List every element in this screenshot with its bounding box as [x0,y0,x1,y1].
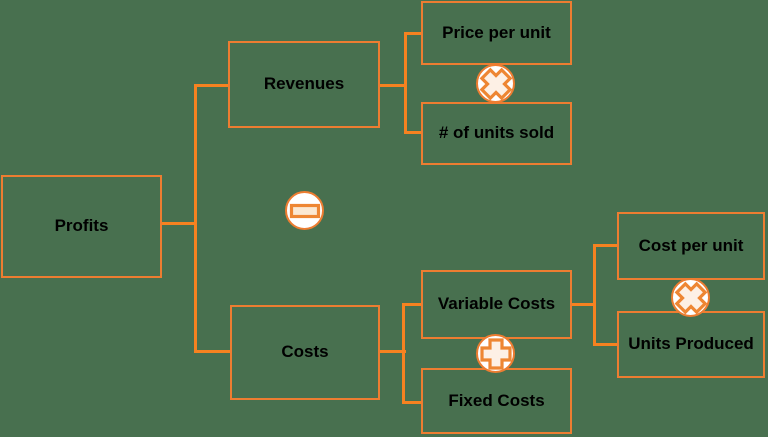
connector-to-units-sold [404,131,421,134]
node-units-produced-label: Units Produced [628,334,754,354]
connector-trunk-vertical [194,84,197,353]
node-price-per-unit: Price per unit [421,1,572,65]
node-costs: Costs [230,305,380,400]
node-profits-label: Profits [54,216,109,236]
node-units-produced: Units Produced [617,311,765,378]
node-variable-costs: Variable Costs [421,270,572,339]
node-profits: Profits [1,175,162,278]
connector-costs-split [380,350,406,353]
connector-variable-vertical [593,244,596,346]
node-fixed-costs-label: Fixed Costs [448,390,545,410]
node-cost-per-unit: Cost per unit [617,212,765,280]
node-variable-costs-label: Variable Costs [437,294,556,314]
connector-to-cost-per-unit [593,244,617,247]
plus-icon [476,334,515,373]
multiply-icon [671,278,710,317]
connector-to-costs [196,350,230,353]
connector-costs-vertical [402,303,405,404]
node-units-sold-label: # of units sold [438,123,555,143]
connector-revenues-vertical [404,32,407,134]
node-units-sold: # of units sold [421,102,572,165]
node-price-per-unit-label: Price per unit [442,22,551,42]
connector-variable-split [572,303,596,306]
connector-to-revenues [196,84,228,87]
connector-to-fixed-costs [402,401,421,404]
node-fixed-costs: Fixed Costs [421,368,572,434]
minus-icon [285,191,324,230]
node-costs-label: Costs [281,342,329,362]
connector-to-units-produced [593,343,617,346]
connector-to-price-per-unit [404,32,421,35]
connector-to-variable-costs [402,303,421,306]
node-revenues: Revenues [228,41,380,128]
multiply-icon [476,64,515,103]
node-cost-per-unit-label: Cost per unit [638,235,744,255]
connector-profits-trunk [162,222,196,225]
connector-revenues-split [380,84,407,87]
node-revenues-label: Revenues [263,74,345,94]
